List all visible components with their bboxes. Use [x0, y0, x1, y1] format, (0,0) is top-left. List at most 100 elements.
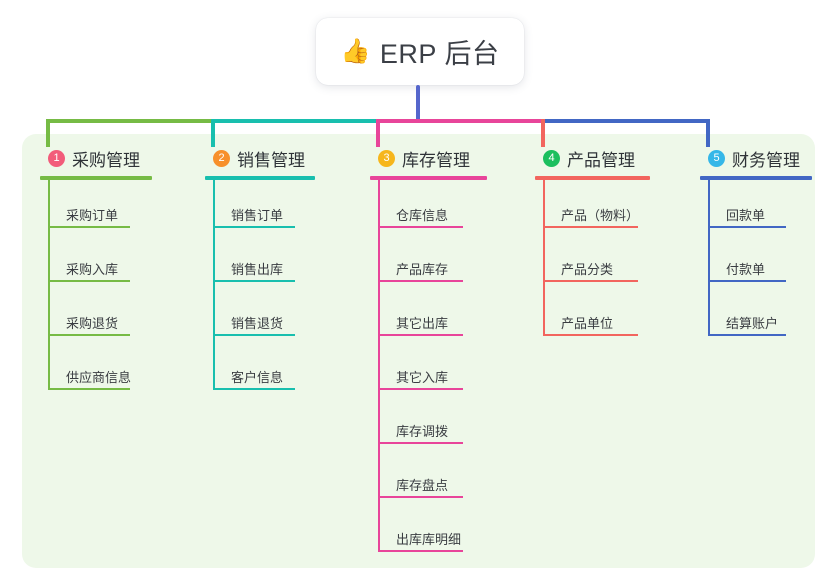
branch-title: 销售管理 — [237, 150, 305, 170]
thumbs-up-icon: 👍 — [340, 37, 371, 65]
branch-child-rule — [708, 226, 786, 228]
branch-child-rule — [213, 388, 295, 390]
branch-drop-connector — [541, 119, 545, 147]
branch-child-rule — [48, 226, 130, 228]
branch-child-label: 仓库信息 — [396, 208, 449, 223]
branch-2: 2 销售管理销售订单销售出库销售退货客户信息 — [205, 146, 315, 396]
branch-child-rule — [378, 388, 463, 390]
branch-child-label: 销售订单 — [231, 208, 284, 223]
branch-child-item[interactable]: 其它入库 — [370, 342, 487, 396]
branch-child-label: 采购订单 — [66, 208, 119, 223]
branch-spine — [708, 180, 710, 336]
branch-spine — [543, 180, 545, 336]
branch-child-item[interactable]: 库存调拨 — [370, 396, 487, 450]
branch-child-rule — [213, 280, 295, 282]
branch-child-rule — [48, 388, 130, 390]
branch-child-label: 产品（物料） — [561, 208, 640, 223]
branch-header-rule — [205, 176, 315, 180]
branch-number-badge: 3 — [378, 149, 395, 167]
branch-child-item[interactable]: 仓库信息 — [370, 180, 487, 234]
branch-child-label: 供应商信息 — [66, 370, 132, 385]
branch-child-rule — [378, 442, 463, 444]
branch-child-rule — [48, 334, 130, 336]
branch-child-item[interactable]: 采购入库 — [40, 234, 152, 288]
branch-child-item[interactable]: 销售订单 — [205, 180, 315, 234]
branch-drop-connector — [211, 119, 215, 147]
branch-child-label: 回款单 — [726, 208, 766, 223]
branch-title: 产品管理 — [567, 150, 635, 170]
branch-child-item[interactable]: 结算账户 — [700, 288, 812, 342]
connector-segment — [213, 119, 378, 123]
branch-number-badge: 2 — [213, 149, 230, 167]
branch-child-label: 产品单位 — [561, 316, 614, 331]
branch-children: 回款单付款单结算账户 — [700, 180, 812, 342]
branch-number-badge: 5 — [708, 149, 725, 167]
branch-spine — [213, 180, 215, 390]
branch-header-2[interactable]: 2 销售管理 — [205, 146, 315, 170]
branch-child-label: 采购退货 — [66, 316, 119, 331]
branch-header-rule — [40, 176, 152, 180]
root-node[interactable]: 👍 ERP 后台 — [316, 18, 524, 85]
branch-child-item[interactable]: 客户信息 — [205, 342, 315, 396]
branch-child-item[interactable]: 产品（物料） — [535, 180, 650, 234]
branch-title: 库存管理 — [402, 150, 470, 170]
branch-header-rule — [535, 176, 650, 180]
branch-child-item[interactable]: 采购订单 — [40, 180, 152, 234]
root-node-title: ERP 后台 — [379, 39, 500, 69]
branch-child-rule — [213, 226, 295, 228]
branch-header-rule — [370, 176, 487, 180]
branch-child-item[interactable]: 产品单位 — [535, 288, 650, 342]
branch-child-label: 结算账户 — [726, 316, 779, 331]
branch-header-rule — [700, 176, 812, 180]
branch-child-rule — [378, 550, 463, 552]
branch-5: 5 财务管理回款单付款单结算账户 — [700, 146, 812, 342]
branch-3: 3 库存管理仓库信息产品库存其它出库其它入库库存调拨库存盘点出库库明细 — [370, 146, 487, 558]
branch-child-label: 销售退货 — [231, 316, 284, 331]
branch-children: 仓库信息产品库存其它出库其它入库库存调拨库存盘点出库库明细 — [370, 180, 487, 558]
branch-child-rule — [708, 334, 786, 336]
branch-child-label: 出库库明细 — [396, 532, 462, 547]
branch-child-label: 库存盘点 — [396, 478, 449, 493]
connector-segment — [543, 119, 708, 123]
connector-segment — [378, 119, 543, 123]
branch-child-rule — [543, 334, 638, 336]
branch-child-item[interactable]: 供应商信息 — [40, 342, 152, 396]
branch-child-rule — [378, 496, 463, 498]
branches-panel — [22, 134, 815, 568]
branch-number-badge: 4 — [543, 149, 560, 167]
connector-segment — [48, 119, 213, 123]
branch-child-label: 产品库存 — [396, 262, 449, 277]
branch-child-item[interactable]: 产品库存 — [370, 234, 487, 288]
branch-child-item[interactable]: 出库库明细 — [370, 504, 487, 558]
branch-child-label: 其它出库 — [396, 316, 449, 331]
root-node-label: 👍 ERP 后台 — [341, 32, 500, 71]
branch-child-label: 销售出库 — [231, 262, 284, 277]
branch-drop-connector — [706, 119, 710, 147]
branch-child-label: 其它入库 — [396, 370, 449, 385]
branch-drop-connector — [376, 119, 380, 147]
branch-header-3[interactable]: 3 库存管理 — [370, 146, 487, 170]
branch-header-4[interactable]: 4 产品管理 — [535, 146, 650, 170]
branch-child-item[interactable]: 回款单 — [700, 180, 812, 234]
branch-child-item[interactable]: 其它出库 — [370, 288, 487, 342]
branch-header-5[interactable]: 5 财务管理 — [700, 146, 812, 170]
branch-child-item[interactable]: 销售出库 — [205, 234, 315, 288]
root-stem-connector — [416, 85, 420, 123]
branch-child-label: 付款单 — [726, 262, 766, 277]
branch-child-item[interactable]: 付款单 — [700, 234, 812, 288]
branch-child-label: 采购入库 — [66, 262, 119, 277]
branch-child-rule — [378, 334, 463, 336]
branch-children: 产品（物料） 产品分类产品单位 — [535, 180, 650, 342]
branch-child-rule — [378, 280, 463, 282]
branch-title: 财务管理 — [732, 150, 800, 170]
branch-child-item[interactable]: 销售退货 — [205, 288, 315, 342]
branch-child-item[interactable]: 产品分类 — [535, 234, 650, 288]
branch-child-label: 产品分类 — [561, 262, 614, 277]
branch-child-item[interactable]: 库存盘点 — [370, 450, 487, 504]
branch-child-label: 客户信息 — [231, 370, 284, 385]
branch-drop-connector — [46, 119, 50, 147]
branch-child-item[interactable]: 采购退货 — [40, 288, 152, 342]
